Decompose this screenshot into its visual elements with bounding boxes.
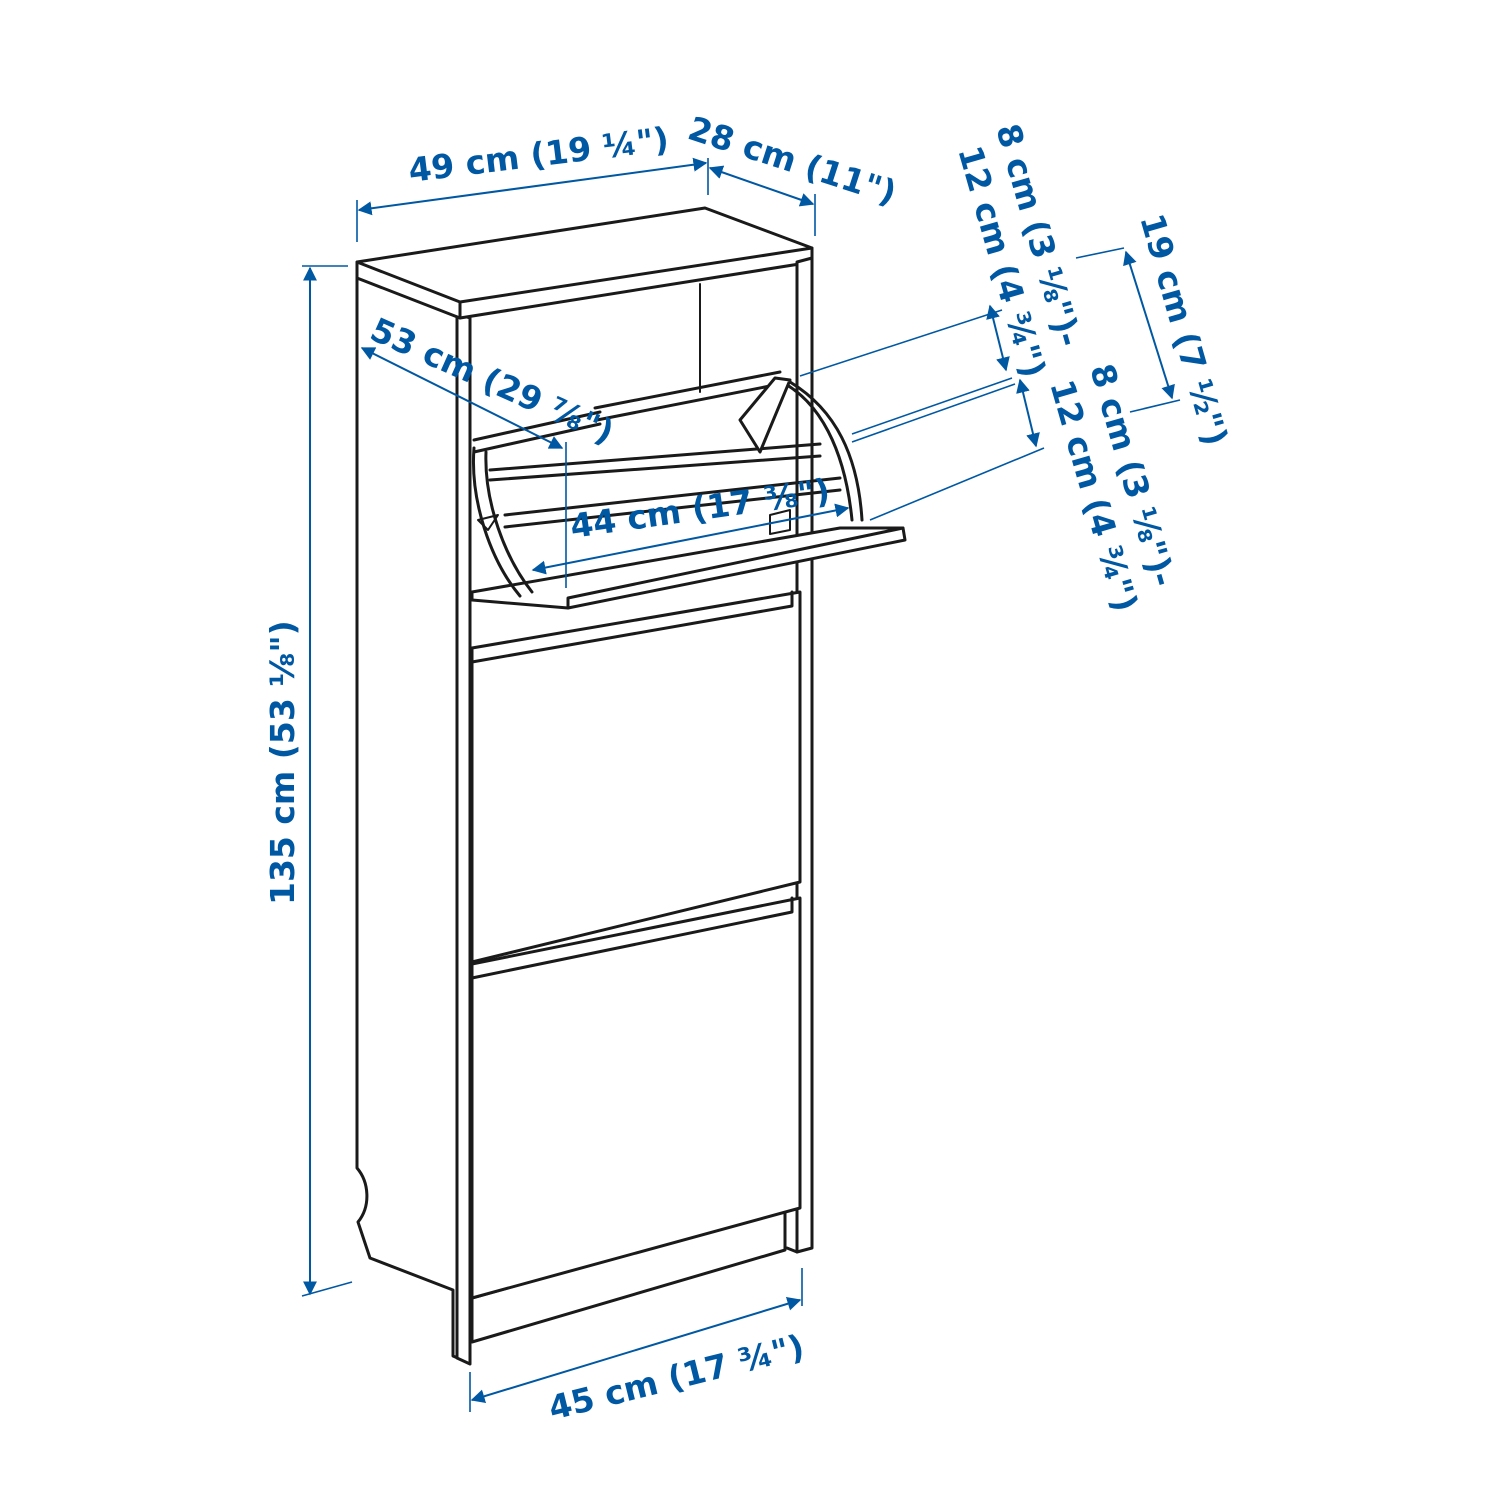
drawer-front-middle [470,590,802,964]
cabinet-left-front-edge [455,312,472,1366]
cabinet-left-side [355,276,469,1364]
left-hinge-detail [477,514,499,531]
top-extension-lines [356,158,816,242]
right-hinge-bracket [738,376,792,454]
drawer-inner-shelf-top-b [593,370,782,422]
bottom-extension-lines [469,1268,803,1412]
dimension-lines [301,157,1181,1412]
drawer-front-bottom [470,896,802,1300]
label-width-bottom: 45 cm (17 ¾") [545,1327,808,1428]
label-width-top: 49 cm (19 ¼") [406,119,671,190]
shoe-height-extension-lines [1075,247,1181,413]
drawer-front-bottom-edge [470,896,794,980]
label-inner-width: 44 cm (17 ⅜") [568,471,833,546]
dim-line-shoe-height [1123,250,1175,400]
label-height: 135 cm (53 ⅛") [263,620,302,905]
dim-line-inner-width [531,503,850,575]
shoe-cabinet-illustration [355,206,907,1366]
label-shoe-height: 19 cm (7 ½") [1132,209,1235,449]
dim-line-width-top [357,157,708,216]
dim-line-width-bottom [470,1296,802,1404]
dim-line-open-depth [360,347,564,449]
right-hinge-arc [776,378,864,522]
drawer-inner-shelf-mid [488,442,822,482]
cabinet-top-panel [355,206,814,320]
dim-line-shoe-lower [1016,378,1040,448]
shoe-extension-lines [799,309,1045,521]
dim-line-shoe-upper [986,304,1010,372]
left-hinge-arc [471,446,534,598]
cabinet-right-foot [785,1246,799,1254]
drawer-front-middle-edge [470,590,794,664]
dim-line-depth-top [708,165,815,207]
